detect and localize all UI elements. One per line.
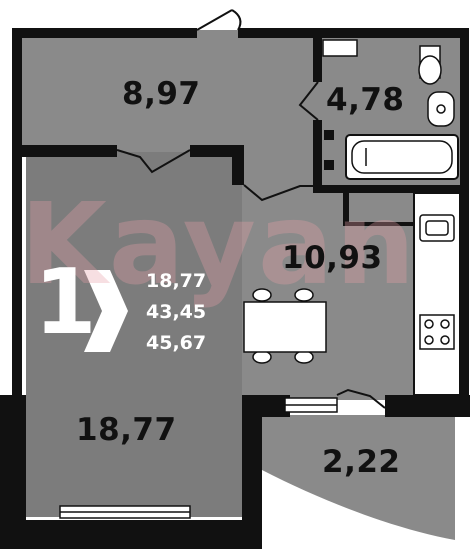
dining-table-icon xyxy=(243,288,327,364)
chevron-right-icon xyxy=(84,270,128,352)
kitchen-area-label: 10,93 xyxy=(282,240,383,276)
shelf-icon xyxy=(322,39,358,57)
rooms-count: 1 xyxy=(34,250,97,355)
watermark: Kayan xyxy=(20,180,418,310)
bedroom-room[interactable] xyxy=(26,152,242,517)
bathroom-area-label: 4,78 xyxy=(326,82,405,118)
entry-door[interactable] xyxy=(196,9,242,31)
interior-doors xyxy=(116,81,386,409)
hall-room[interactable] xyxy=(18,30,318,155)
bedroom-area-label: 18,77 xyxy=(76,412,177,448)
living-area-stat: 18,77 xyxy=(146,270,207,292)
hall-area-label: 8,97 xyxy=(122,76,201,112)
kitchen-sink-icon xyxy=(419,214,455,242)
window-lines xyxy=(60,404,337,513)
toilet-icon xyxy=(418,45,442,85)
stove-icon xyxy=(419,314,455,350)
sink-icon xyxy=(427,91,455,127)
balcony-area-label: 2,22 xyxy=(322,444,401,480)
total-with-balcony-stat: 45,67 xyxy=(146,332,207,354)
total-area-stat: 43,45 xyxy=(146,301,207,323)
bathtub-icon xyxy=(345,134,459,180)
pipes-icon xyxy=(324,130,334,170)
balcony-room[interactable] xyxy=(262,415,455,540)
walls xyxy=(0,28,470,549)
